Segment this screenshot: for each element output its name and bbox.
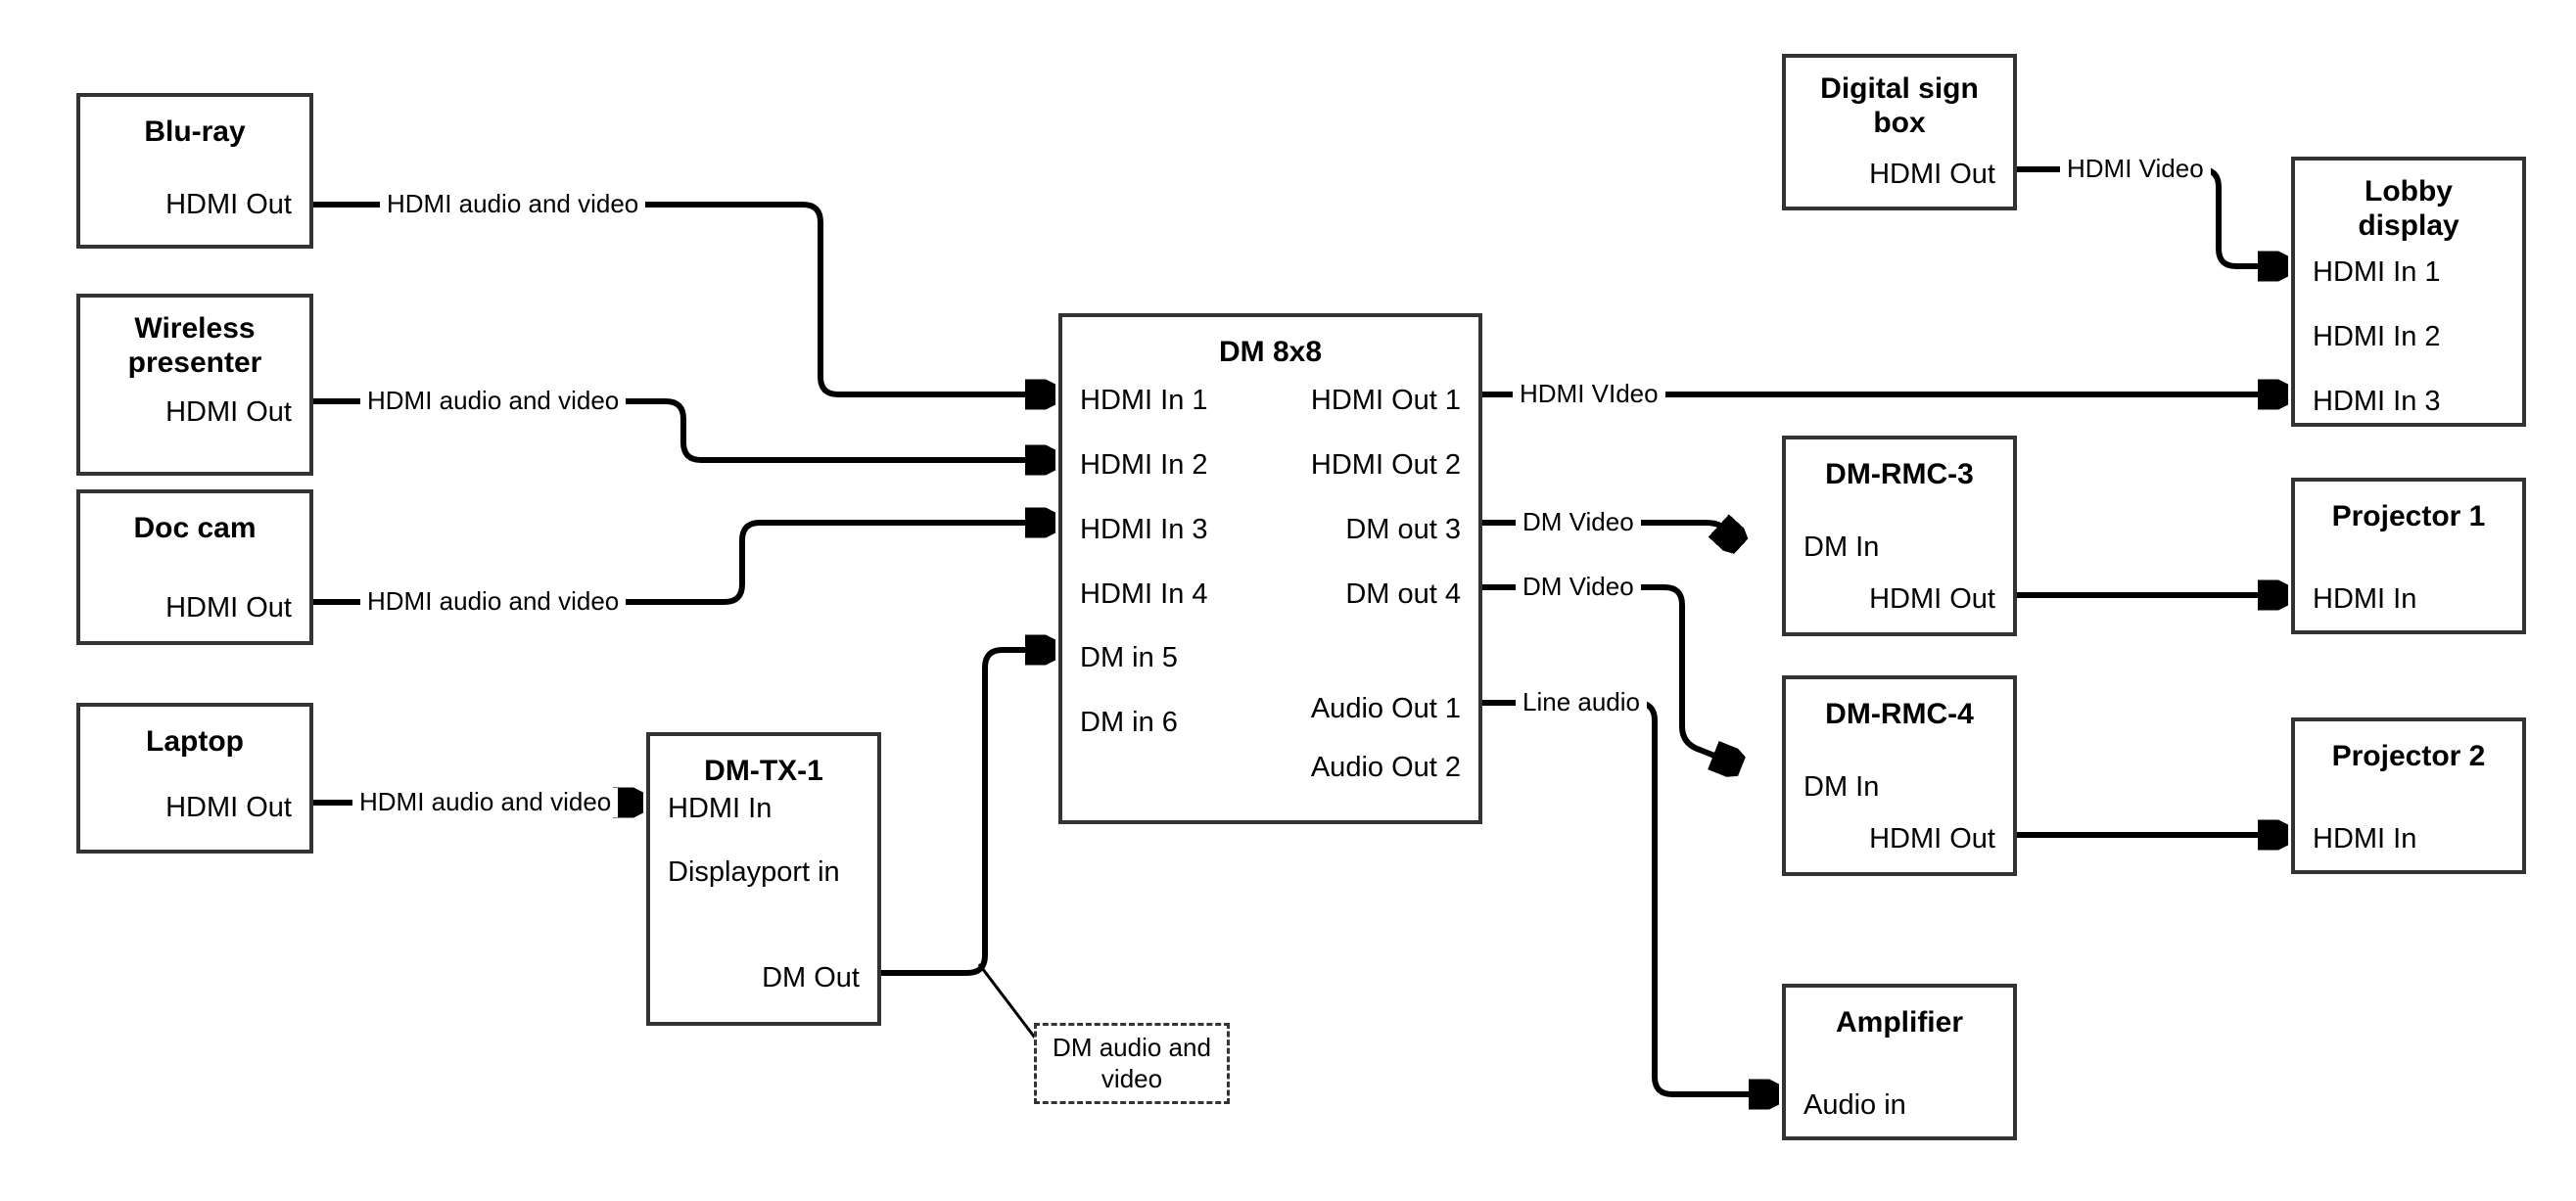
annotation-dm-audio-and-video: DM audio and video [1034, 1023, 1230, 1104]
node-title-dm-rmc-4: DM-RMC-4 [1825, 698, 1974, 730]
edge-label-hdmi-video-out1: HDMI VIdeo [1513, 379, 1665, 409]
edge-label-dm-video-3: DM Video [1516, 507, 1641, 537]
node-title-dm-tx-1: DM-TX-1 [704, 755, 823, 787]
node-laptop[interactable]: Laptop HDMI Out [76, 703, 313, 854]
node-projector-1[interactable]: Projector 1 HDMI In [2291, 478, 2526, 634]
port-dm-8x8-hdmi-in-1: HDMI In 1 [1080, 385, 1208, 416]
wire-dm-out4-to-rmc4 [1482, 584, 1739, 765]
wire-note-leader [977, 963, 1046, 1050]
node-doc-cam[interactable]: Doc cam HDMI Out [76, 489, 313, 645]
edge-label-line-audio: Line audio [1516, 687, 1647, 717]
port-doc-cam-hdmi-out: HDMI Out [165, 592, 292, 624]
edge-label-wireless: HDMI audio and video [360, 386, 627, 416]
edge-label-doccam: HDMI audio and video [360, 586, 627, 617]
node-title-digital-sign-box: Digital sign box [1820, 72, 1979, 140]
node-title-amplifier: Amplifier [1835, 1006, 1964, 1039]
port-dm-8x8-hdmi-out-2: HDMI Out 2 [1310, 449, 1461, 481]
port-projector-1-hdmi-in: HDMI In [2313, 583, 2417, 615]
port-dm-rmc-4-hdmi-out: HDMI Out [1869, 823, 1995, 855]
node-title-dm-8x8: DM 8x8 [1218, 336, 1323, 368]
port-blu-ray-hdmi-out: HDMI Out [165, 189, 292, 220]
node-title-blu-ray: Blu-ray [144, 115, 246, 148]
port-dm-8x8-dm-in-6: DM in 6 [1080, 707, 1178, 738]
node-dm-8x8[interactable]: DM 8x8 HDMI In 1 HDMI In 2 HDMI In 3 HDM… [1058, 313, 1482, 824]
node-dm-rmc-3[interactable]: DM-RMC-3 DM In HDMI Out [1782, 436, 2017, 636]
node-dm-tx-1[interactable]: DM-TX-1 HDMI In Displayport in DM Out [646, 732, 881, 1026]
node-title-doc-cam: Doc cam [133, 512, 257, 544]
port-dm-8x8-dm-out-4: DM out 4 [1345, 578, 1461, 610]
edge-label-bluray: HDMI audio and video [380, 189, 646, 219]
port-dm-8x8-hdmi-out-1: HDMI Out 1 [1310, 385, 1461, 416]
node-title-projector-1: Projector 1 [2331, 500, 2486, 532]
wire-doccam-to-dm-in-3 [313, 523, 1053, 605]
port-dm-8x8-hdmi-in-2: HDMI In 2 [1080, 449, 1208, 481]
node-projector-2[interactable]: Projector 2 HDMI In [2291, 717, 2526, 874]
port-dm-tx-1-hdmi-in: HDMI In [668, 793, 773, 824]
node-amplifier[interactable]: Amplifier Audio in [1782, 984, 2017, 1140]
wire-wireless-to-dm-in-2 [313, 398, 1053, 460]
node-dm-rmc-4[interactable]: DM-RMC-4 DM In HDMI Out [1782, 675, 2017, 876]
node-blu-ray[interactable]: Blu-ray HDMI Out [76, 93, 313, 249]
wire-dm-out3-to-rmc3 [1482, 523, 1739, 544]
edge-label-dm-video-4: DM Video [1516, 572, 1641, 602]
port-dm-tx-1-displayport-in: Displayport in [668, 856, 840, 888]
port-dm-tx-1-dm-out: DM Out [762, 962, 860, 993]
port-dm-8x8-audio-out-1: Audio Out 1 [1310, 693, 1461, 724]
node-title-lobby-display: Lobby display [2358, 175, 2459, 243]
port-dm-rmc-4-dm-in: DM In [1803, 771, 1880, 803]
wire-bluray-to-dm-in-1 [313, 202, 1053, 394]
port-dm-8x8-audio-out-2: Audio Out 2 [1310, 752, 1461, 783]
port-laptop-hdmi-out: HDMI Out [165, 792, 292, 823]
node-title-projector-2: Projector 2 [2331, 740, 2486, 772]
edge-label-laptop: HDMI audio and video [352, 787, 619, 817]
node-title-wireless-presenter: Wireless presenter [127, 312, 262, 380]
node-lobby-display[interactable]: Lobby display HDMI In 1 HDMI In 2 HDMI I… [2291, 157, 2526, 427]
wire-dmtx-to-dm-in-5 [881, 650, 1053, 976]
port-dm-8x8-dm-in-5: DM in 5 [1080, 642, 1178, 673]
node-title-dm-rmc-3: DM-RMC-3 [1825, 458, 1974, 490]
port-dm-rmc-3-hdmi-out: HDMI Out [1869, 583, 1995, 615]
port-dm-8x8-hdmi-in-4: HDMI In 4 [1080, 578, 1208, 610]
port-digital-sign-box-hdmi-out: HDMI Out [1869, 159, 1995, 190]
edge-label-hdmi-video-sign: HDMI Video [2060, 154, 2211, 184]
node-digital-sign-box[interactable]: Digital sign box HDMI Out [1782, 54, 2017, 210]
port-projector-2-hdmi-in: HDMI In [2313, 823, 2417, 855]
port-lobby-display-hdmi-in-3: HDMI In 3 [2313, 386, 2441, 417]
node-wireless-presenter[interactable]: Wireless presenter HDMI Out [76, 294, 313, 476]
node-title-laptop: Laptop [146, 725, 244, 758]
port-amplifier-audio-in: Audio in [1803, 1089, 1906, 1121]
port-wireless-presenter-hdmi-out: HDMI Out [165, 396, 292, 428]
port-dm-8x8-dm-out-3: DM out 3 [1345, 514, 1461, 545]
port-dm-8x8-hdmi-in-3: HDMI In 3 [1080, 514, 1208, 545]
port-dm-rmc-3-dm-in: DM In [1803, 531, 1880, 563]
port-lobby-display-hdmi-in-2: HDMI In 2 [2313, 321, 2441, 352]
port-lobby-display-hdmi-in-1: HDMI In 1 [2313, 256, 2441, 288]
